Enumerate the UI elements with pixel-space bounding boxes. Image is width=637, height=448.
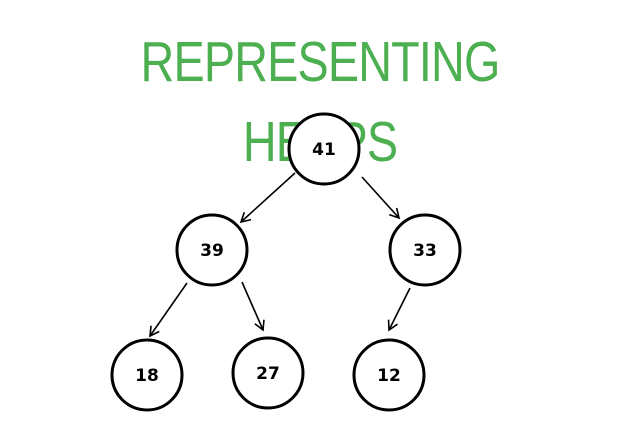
node-circle	[388, 213, 462, 287]
edges-group	[149, 172, 411, 338]
node-circle	[287, 112, 361, 186]
node-value: 41	[312, 140, 336, 160]
node-circle	[352, 338, 426, 412]
node-value: 18	[135, 366, 159, 386]
node-value: 12	[377, 366, 401, 386]
node-value: 33	[413, 241, 437, 261]
edge-arrow-n39-n18	[149, 282, 188, 338]
heap-node-12: 12	[352, 338, 426, 412]
nodes-group: 41 39 33 18 27 12	[110, 112, 462, 412]
node-circle	[231, 336, 305, 410]
node-value: 27	[256, 364, 280, 384]
heap-node-27: 27	[231, 336, 305, 410]
heap-node-39: 39	[175, 213, 249, 287]
heap-node-33: 33	[388, 213, 462, 287]
edge-arrow-n33-n12	[387, 287, 411, 332]
heap-node-18: 18	[110, 338, 184, 412]
heap-node-41: 41	[287, 112, 361, 186]
node-circle	[175, 213, 249, 287]
node-value: 39	[200, 241, 224, 261]
edge-arrow-n41-n33	[361, 176, 401, 220]
edge-arrow-n41-n39	[239, 172, 296, 224]
edge-arrow-n39-n27	[241, 281, 265, 332]
node-circle	[110, 338, 184, 412]
